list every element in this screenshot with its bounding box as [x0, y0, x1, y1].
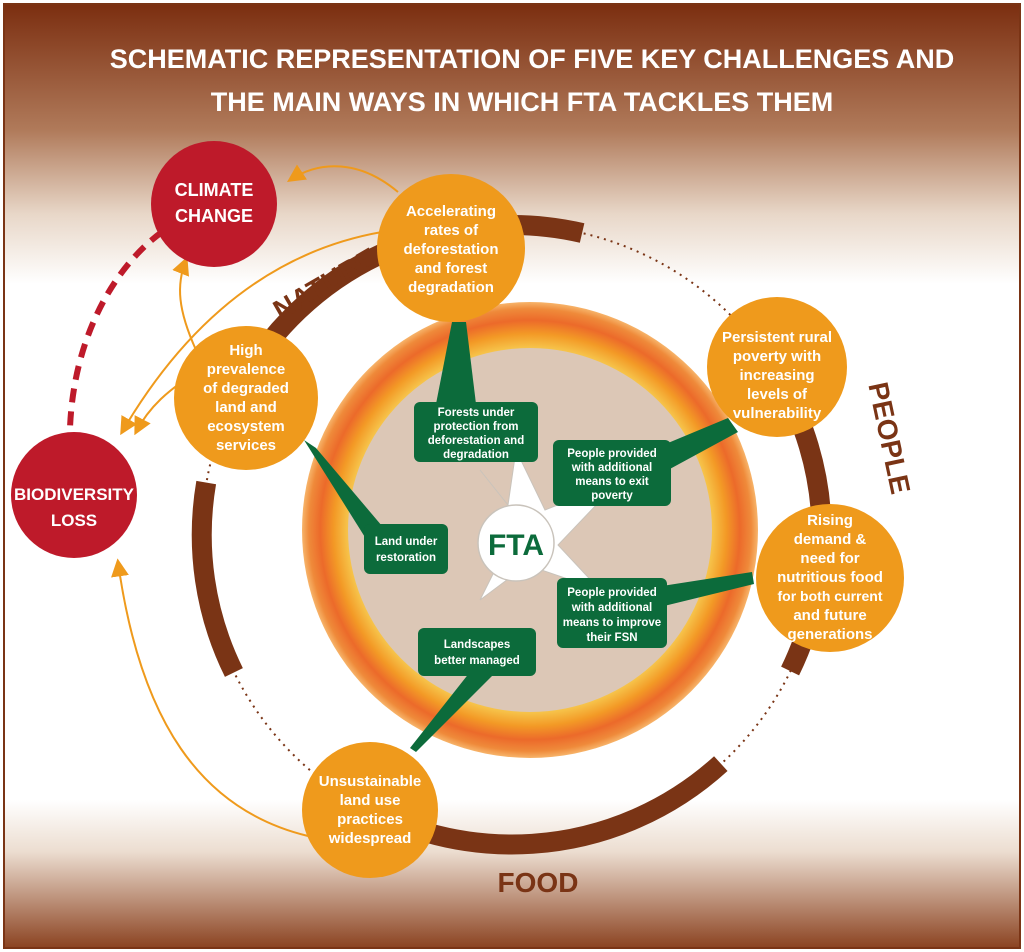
background-bottom-gradient	[4, 800, 1020, 948]
outcome-poverty: People provided with additional means to…	[553, 440, 671, 506]
challenge-degraded-land-line-3: of degraded	[203, 380, 289, 397]
outcome-restoration-line-2: restoration	[376, 552, 436, 564]
challenge-degraded-land-circle	[174, 326, 318, 470]
challenge-rural-poverty-line-4: levels of	[747, 386, 808, 403]
fta-center-circle	[477, 504, 555, 582]
challenge-deforestation-line-4: and forest	[415, 260, 488, 277]
challenge-degraded-land-line-2: prevalence	[207, 361, 285, 378]
challenge-land-use-line-1: Unsustainable	[319, 773, 422, 790]
challenge-rural-poverty-line-1: Persistent rural	[722, 329, 832, 346]
outcome-forests-box	[414, 402, 538, 462]
challenge-food-demand-line-3: need for	[800, 550, 859, 567]
outcome-restoration-line-1: Land under	[375, 536, 438, 548]
outcome-landscapes: Landscapes better managed	[418, 628, 536, 676]
challenge-land-use-circle	[302, 742, 438, 878]
outcome-restoration-box	[364, 524, 448, 574]
challenge-food-demand: Rising demand & need for nutritious food…	[756, 504, 904, 652]
title-line-2: THE MAIN WAYS IN WHICH FTA TACKLES THEM	[211, 87, 833, 117]
challenge-degraded-land-line-5: ecosystem	[207, 418, 285, 435]
arrow-deforestation-to-climate	[287, 164, 399, 193]
pointer-poverty	[656, 418, 738, 470]
outcome-landscapes-line-1: Landscapes	[444, 639, 510, 651]
arrow-landuse-to-biodiversity	[111, 558, 309, 837]
challenge-deforestation-circle	[377, 174, 525, 322]
climate-change-label-1: CLIMATE	[175, 180, 254, 200]
challenge-land-use: Unsustainable land use practices widespr…	[302, 742, 438, 878]
pointer-restoration	[304, 440, 382, 542]
impact-climate-change: CLIMATE CHANGE	[151, 141, 277, 267]
challenge-deforestation-line-5: degradation	[408, 279, 494, 296]
outcome-poverty-line-4: poverty	[591, 490, 633, 502]
challenge-deforestation-line-1: Accelerating	[406, 203, 496, 220]
arrow-deforestation-to-biodiversity	[120, 231, 383, 436]
theme-label-food: FOOD	[498, 867, 579, 898]
callout-pointers	[304, 322, 754, 752]
outcome-poverty-line-1: People provided	[567, 448, 656, 460]
challenge-food-demand-line-2: demand &	[794, 531, 867, 548]
pointer-fsn	[662, 572, 754, 606]
biodiversity-loss-label-2: LOSS	[51, 511, 97, 530]
diagram-frame	[3, 3, 1021, 949]
outcome-forests: Forests under protection from deforestat…	[414, 402, 538, 462]
challenge-land-use-line-3: practices	[337, 811, 403, 828]
pointer-landscapes	[410, 672, 496, 752]
challenge-food-demand-line-5: for both current	[778, 588, 883, 604]
fta-center-label: FTA	[488, 529, 544, 562]
challenge-food-demand-line-1: Rising	[807, 512, 853, 529]
fta-hub: FTA	[477, 448, 621, 601]
challenge-rural-poverty-line-3: increasing	[739, 367, 814, 384]
outcome-poverty-box	[553, 440, 671, 506]
challenge-food-demand-line-7: generations	[787, 626, 872, 643]
outcome-forests-line-1: Forests under	[438, 407, 515, 419]
pointer-forests	[436, 322, 476, 404]
challenge-degraded-land: High prevalence of degraded land and eco…	[174, 326, 318, 470]
challenge-deforestation: Accelerating rates of deforestation and …	[377, 174, 525, 322]
challenge-rural-poverty: Persistent rural poverty with increasing…	[707, 297, 847, 437]
climate-change-circle	[151, 141, 277, 267]
challenge-degraded-land-line-6: services	[216, 437, 276, 454]
challenge-deforestation-line-3: deforestation	[403, 241, 498, 258]
challenge-food-demand-line-6: and future	[793, 607, 866, 624]
outcome-fsn-line-4: their FSN	[586, 632, 637, 644]
challenge-rural-poverty-line-2: poverty with	[733, 348, 821, 365]
challenge-deforestation-line-2: rates of	[424, 222, 479, 239]
outcome-fsn-line-2: with additional	[571, 602, 653, 614]
challenge-degraded-land-line-1: High	[229, 342, 262, 359]
outcome-poverty-line-2: with additional	[571, 462, 653, 474]
outcome-forests-line-3: deforestation and	[428, 435, 524, 447]
outcome-poverty-line-3: means to exit	[575, 476, 649, 488]
outcome-fsn-line-1: People provided	[567, 587, 656, 599]
challenge-food-demand-circle	[756, 504, 904, 652]
left-arc	[191, 480, 243, 677]
outcome-fsn-line-3: means to improve	[563, 617, 661, 629]
biodiversity-loss-circle	[11, 432, 137, 558]
outcome-forests-line-4: degradation	[443, 449, 509, 461]
climate-change-label-2: CHANGE	[175, 206, 253, 226]
outcome-forests-line-2: protection from	[434, 421, 519, 433]
challenge-land-use-line-2: land use	[340, 792, 401, 809]
biodiversity-loss-label-1: BIODIVERSITY	[14, 485, 135, 504]
impact-biodiversity-loss: BIODIVERSITY LOSS	[11, 432, 137, 558]
outcome-fsn-box	[557, 578, 667, 648]
climate-biodiversity-link	[67, 229, 164, 429]
title-line-1: SCHEMATIC REPRESENTATION OF FIVE KEY CHA…	[110, 44, 955, 74]
outcome-restoration: Land under restoration	[364, 524, 448, 574]
arrow-degraded-to-climate	[172, 256, 197, 351]
challenge-rural-poverty-circle	[707, 297, 847, 437]
challenge-food-demand-line-4: nutritious food	[777, 569, 883, 586]
outcome-landscapes-line-2: better managed	[434, 655, 520, 667]
outcome-fsn: People provided with additional means to…	[557, 578, 667, 648]
outcome-landscapes-box	[418, 628, 536, 676]
challenge-land-use-line-4: widespread	[328, 830, 412, 847]
challenge-rural-poverty-line-5: vulnerability	[733, 405, 822, 422]
challenge-degraded-land-line-4: land and	[215, 399, 277, 416]
